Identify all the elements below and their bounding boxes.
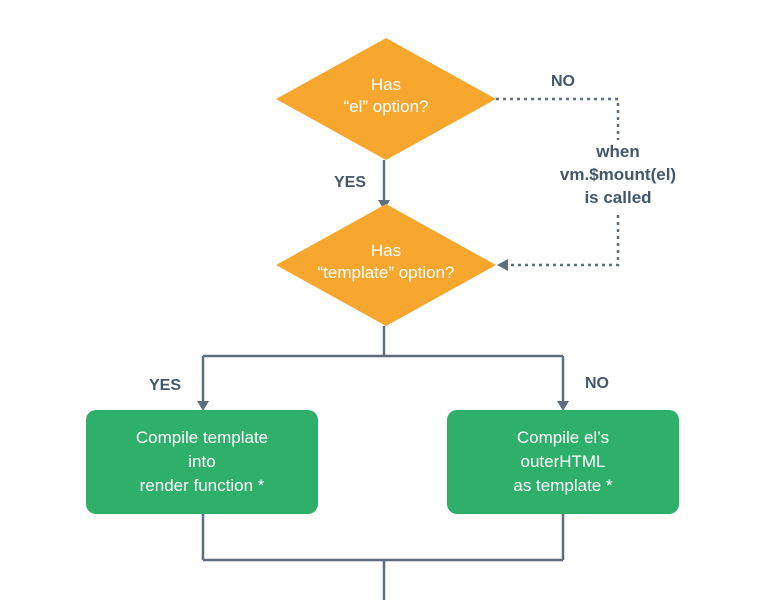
label-el-no: NO <box>551 73 575 90</box>
edge-el-no-arrowhead <box>497 259 508 271</box>
process-compile-el-line1: Compile el’s <box>517 428 609 447</box>
process-compile-template-line2: into <box>188 452 215 471</box>
edge-el-yes-arrowhead <box>378 200 390 210</box>
decision-template-line1: Has <box>371 241 401 260</box>
decision-el-line2: “el” option? <box>343 97 428 116</box>
process-compile-template-box <box>86 410 318 514</box>
label-template-no: NO <box>585 375 609 392</box>
label-template-yes: YES <box>149 377 181 394</box>
edge-template-yes-arrowhead <box>197 401 209 411</box>
label-el-yes: YES <box>334 174 366 191</box>
edge-template-no-arrowhead <box>557 401 569 411</box>
process-compile-el-line3: as template * <box>513 476 613 495</box>
process-compile-template-line1: Compile template <box>136 428 268 447</box>
process-compile-template-line3: render function * <box>140 476 265 495</box>
decision-el-line1: Has <box>371 75 401 94</box>
process-compile-el: Compile el’s outerHTML as template * <box>447 410 679 514</box>
process-compile-template: Compile template into render function * <box>86 410 318 514</box>
mount-note-line1: when <box>595 142 639 161</box>
decision-template-line2: “template” option? <box>317 263 454 282</box>
mount-note-background <box>540 140 698 214</box>
decision-el-option: Has “el” option? <box>276 38 496 160</box>
mount-note-line3: is called <box>584 188 651 207</box>
decision-template-diamond <box>276 204 496 326</box>
decision-template-option: Has “template” option? <box>276 204 496 326</box>
mount-note-line2: vm.$mount(el) <box>560 165 676 184</box>
process-compile-el-line2: outerHTML <box>520 452 605 471</box>
mount-note: when vm.$mount(el) is called <box>540 140 698 214</box>
decision-el-diamond <box>276 38 496 160</box>
process-compile-el-box <box>447 410 679 514</box>
